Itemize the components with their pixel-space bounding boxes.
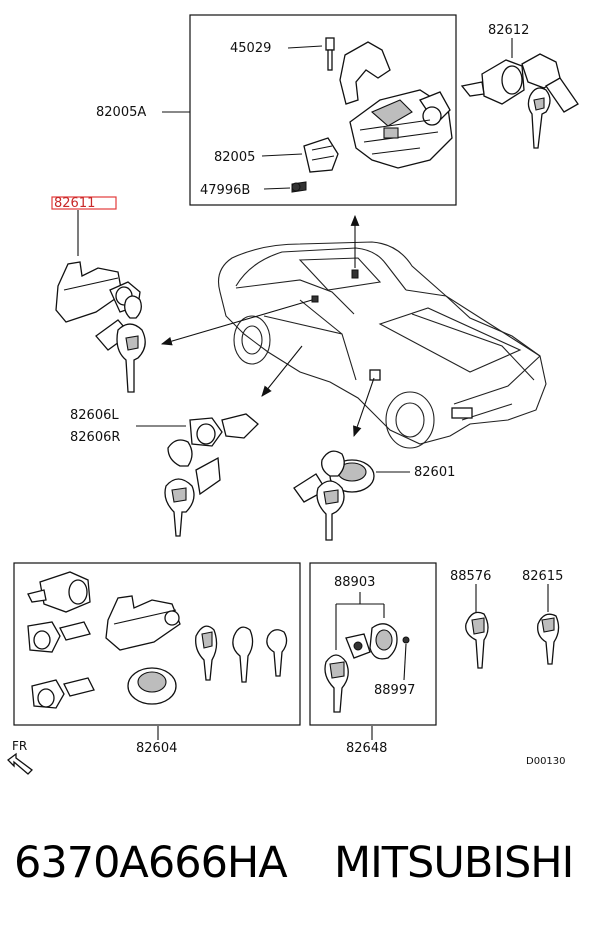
callout-82615: 82615	[522, 569, 563, 584]
callout-45029: 45029	[230, 41, 271, 56]
ignition-switch-assembly	[291, 37, 453, 193]
diagram-code: D00130	[526, 756, 566, 767]
callout-82005A: 82005A	[96, 105, 146, 120]
highlight-82611	[51, 196, 117, 210]
callout-82005: 82005	[214, 150, 255, 165]
callout-47996B: 47996B	[200, 183, 250, 198]
brand-name: MITSUBISHI	[334, 838, 574, 888]
callout-88997: 88997	[374, 683, 415, 698]
callout-88903: 88903	[334, 575, 375, 590]
parts-diagram: 45029 82005A 82005 47996B 82612 82611	[7, 14, 579, 775]
fuel-cap-lock-82601	[293, 450, 375, 541]
key-82615	[537, 613, 560, 665]
front-direction-indicator: FR	[7, 739, 33, 775]
callout-88576: 88576	[450, 569, 491, 584]
callout-82604: 82604	[136, 741, 177, 756]
key-set-box-82648	[309, 562, 437, 726]
svg-text:FR: FR	[12, 739, 27, 753]
callout-82601: 82601	[414, 465, 455, 480]
lock-set-box-82604	[13, 562, 301, 726]
callout-82611: 82611	[54, 196, 95, 211]
door-lock-cylinder-82606	[164, 413, 259, 537]
lock-set-82604	[27, 571, 288, 709]
callout-82606L: 82606L	[70, 408, 119, 423]
callout-82648: 82648	[346, 741, 387, 756]
pickup-truck-outline	[217, 241, 547, 449]
lock-cylinder-82612	[460, 53, 579, 149]
ignition-assembly-box	[189, 14, 457, 206]
part-number: 6370A666HA	[14, 838, 288, 888]
callout-82606R: 82606R	[70, 430, 120, 445]
door-handle-lock-82611	[55, 261, 146, 393]
callout-82612: 82612	[488, 23, 529, 38]
key-88576	[465, 611, 489, 669]
caption: 6370A666HA MITSUBISHI	[0, 838, 600, 908]
key-set-82648	[324, 623, 410, 713]
